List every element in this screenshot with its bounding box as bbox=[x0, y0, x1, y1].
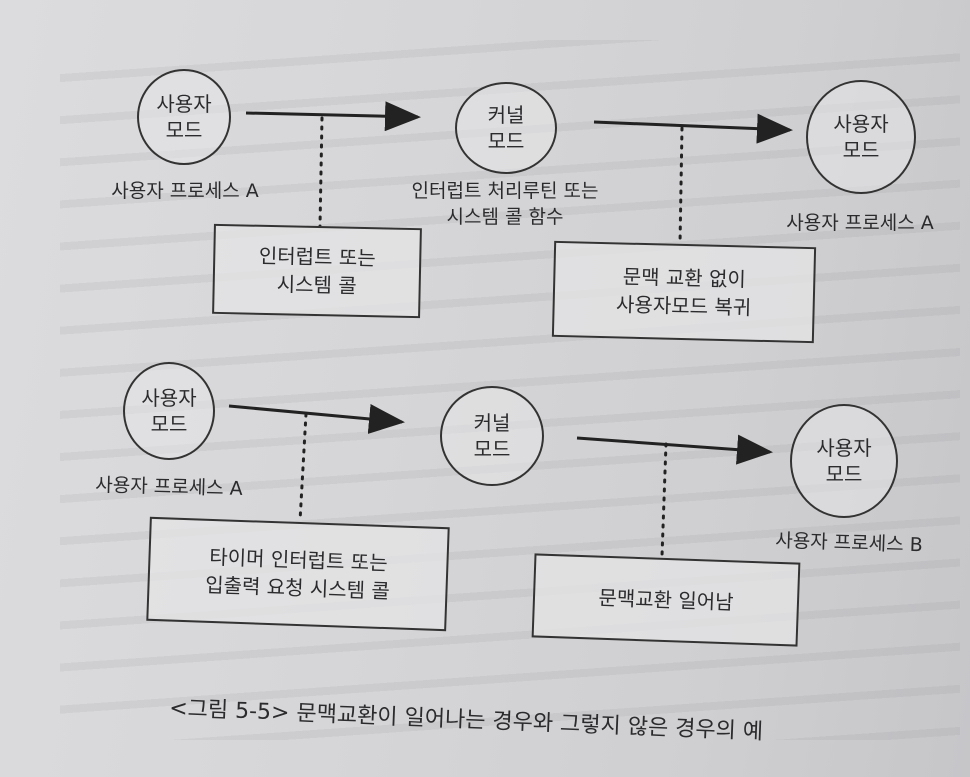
bottom-dotted-result bbox=[660, 442, 668, 558]
bottom-user-mode-label-left: 사용자 모드 bbox=[141, 386, 197, 436]
bottom-dotted-event bbox=[298, 412, 308, 523]
top-user-mode-label-left: 사용자 모드 bbox=[156, 92, 212, 142]
top-user-mode-circle-left: 사용자 모드 bbox=[137, 69, 231, 165]
top-arrow-kernel-to-user bbox=[593, 113, 793, 144]
top-dotted-event bbox=[318, 116, 324, 228]
top-right-process-label: 사용자 프로세스 A bbox=[786, 212, 934, 234]
bottom-kernel-mode-circle: 커널 모드 bbox=[440, 386, 544, 486]
bottom-arrow-kernel-to-user bbox=[576, 434, 773, 465]
top-dotted-result bbox=[678, 126, 684, 246]
top-user-mode-label-right: 사용자 모드 bbox=[833, 112, 889, 162]
bottom-result-box: 문맥교환 일어남 bbox=[531, 553, 801, 647]
bottom-user-mode-label-right: 사용자 모드 bbox=[816, 436, 872, 486]
bottom-arrow-user-to-kernel bbox=[228, 404, 405, 434]
top-result-box: 문맥 교환 없이 사용자모드 복귀 bbox=[551, 240, 817, 344]
bottom-user-mode-circle-left: 사용자 모드 bbox=[123, 362, 215, 460]
top-kernel-mode-label: 커널 모드 bbox=[487, 103, 525, 153]
top-event-box: 인터럽트 또는 시스템 콜 bbox=[212, 223, 422, 319]
top-user-mode-circle-right: 사용자 모드 bbox=[806, 80, 916, 194]
top-arrow-user-to-kernel bbox=[245, 101, 421, 132]
top-left-process-label: 사용자 프로세스 A bbox=[111, 180, 259, 202]
top-kernel-routine-label: 인터럽트 처리루틴 또는 시스템 콜 함수 bbox=[411, 180, 599, 228]
bottom-event-box: 타이머 인터럽트 또는 입출력 요청 시스템 콜 bbox=[146, 516, 450, 632]
bottom-user-mode-circle-right: 사용자 모드 bbox=[790, 404, 898, 518]
top-kernel-mode-circle: 커널 모드 bbox=[455, 82, 557, 174]
bottom-kernel-mode-label: 커널 모드 bbox=[473, 411, 511, 461]
bottom-left-process-label: 사용자 프로세스 A bbox=[95, 474, 243, 500]
